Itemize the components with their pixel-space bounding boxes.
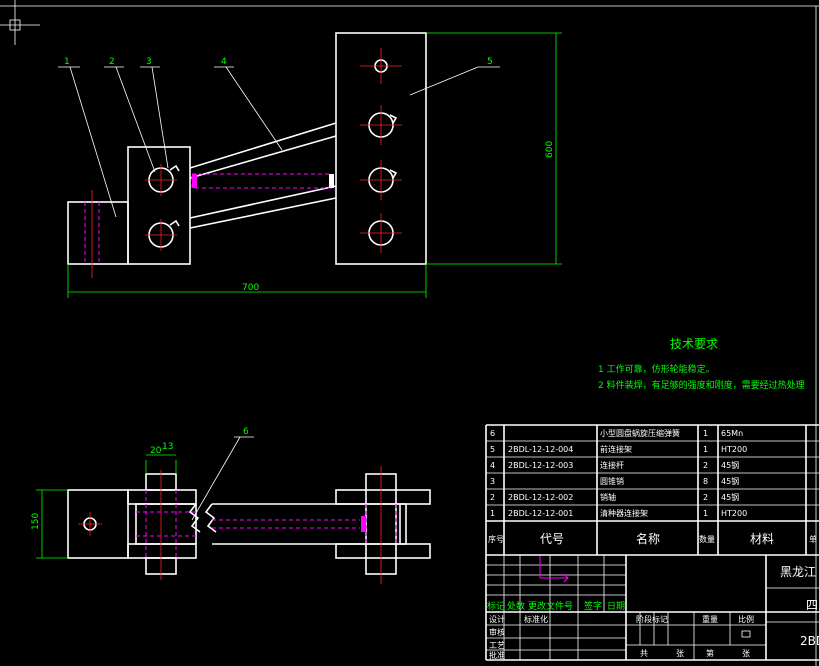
tech-title: 技术要求 bbox=[670, 337, 718, 351]
svg-text:2BDL-12-12-002: 2BDL-12-12-002 bbox=[508, 493, 573, 502]
dim-top-a: 20 bbox=[150, 446, 162, 456]
svg-text:工艺: 工艺 bbox=[489, 641, 505, 650]
title-block: 标记 处数 更改文件号 签字 日期 设计 标准化 审核 工艺 批准 阶段标记 重… bbox=[486, 555, 819, 661]
svg-text:2BDL-12-12-001: 2BDL-12-12-001 bbox=[508, 509, 573, 518]
svg-text:2: 2 bbox=[703, 493, 708, 502]
callout-5: 5 bbox=[487, 57, 493, 67]
callout-1: 1 bbox=[64, 57, 70, 67]
svg-text:销轴: 销轴 bbox=[600, 492, 616, 502]
dim-top-b: 13 bbox=[162, 442, 173, 452]
callout-6: 6 bbox=[243, 427, 249, 437]
bom-row: 1 2BDL-12-12-001 清种器连接架 1 HT200 bbox=[490, 508, 747, 518]
top-view: 700 600 1 2 3 4 5 bbox=[58, 32, 562, 298]
svg-text:1: 1 bbox=[490, 509, 495, 518]
svg-text:65Mn: 65Mn bbox=[721, 429, 743, 438]
callout-3: 3 bbox=[146, 57, 152, 67]
bom-header-code: 代号 bbox=[540, 532, 564, 546]
callout-4: 4 bbox=[221, 57, 227, 67]
svg-text:重量: 重量 bbox=[702, 614, 718, 624]
tech-line-2: 2 料件装焊，有足够的强度和刚度，需要经过热处理 bbox=[598, 379, 805, 391]
title-org: 黑龙江 bbox=[780, 565, 816, 579]
technical-requirements: 技术要求 1 工作可靠，仿形轮能稳定。 2 料件装焊，有足够的强度和刚度，需要经… bbox=[598, 337, 805, 391]
svg-text:张: 张 bbox=[742, 649, 750, 658]
svg-text:45钢: 45钢 bbox=[721, 460, 739, 470]
callout-2: 2 bbox=[109, 57, 115, 67]
svg-text:比例: 比例 bbox=[738, 614, 754, 624]
svg-text:2BDL-12-12-004: 2BDL-12-12-004 bbox=[508, 445, 573, 454]
svg-text:标记: 标记 bbox=[487, 600, 505, 612]
svg-text:45钢: 45钢 bbox=[721, 476, 739, 486]
svg-text:清种器连接架: 清种器连接架 bbox=[600, 508, 648, 518]
svg-text:日期: 日期 bbox=[607, 601, 625, 612]
dim-width: 700 bbox=[242, 283, 259, 293]
svg-text:批准: 批准 bbox=[489, 650, 505, 660]
svg-text:更改文件号: 更改文件号 bbox=[528, 600, 573, 612]
bom-header-name: 名称 bbox=[636, 531, 660, 546]
svg-text:4: 4 bbox=[490, 461, 495, 470]
svg-text:阶段标记: 阶段标记 bbox=[636, 614, 668, 624]
svg-text:签字: 签字 bbox=[584, 600, 602, 612]
dim-left: 150 bbox=[31, 513, 41, 530]
svg-text:第: 第 bbox=[706, 648, 714, 658]
bom-row: 5 2BDL-12-12-004 前连接架 1 HT200 bbox=[490, 444, 747, 454]
svg-text:审核: 审核 bbox=[489, 627, 505, 637]
svg-text:圆锥销: 圆锥销 bbox=[600, 476, 624, 486]
title-drawing-no: 2BD bbox=[800, 634, 819, 648]
svg-text:张: 张 bbox=[676, 649, 684, 658]
svg-text:1: 1 bbox=[703, 509, 708, 518]
svg-text:2: 2 bbox=[703, 461, 708, 470]
svg-text:前连接架: 前连接架 bbox=[600, 444, 632, 454]
svg-text:3: 3 bbox=[490, 477, 495, 486]
ucs-crosshair-icon bbox=[0, 0, 40, 45]
bom-header-no: 序号 bbox=[488, 534, 504, 544]
svg-text:2BDL-12-12-003: 2BDL-12-12-003 bbox=[508, 461, 573, 470]
bom-row: 4 2BDL-12-12-003 连接杆 2 45钢 bbox=[490, 460, 739, 470]
svg-text:连接杆: 连接杆 bbox=[600, 460, 624, 470]
svg-text:45钢: 45钢 bbox=[721, 492, 739, 502]
svg-text:1: 1 bbox=[703, 429, 708, 438]
tech-line-1: 1 工作可靠，仿形轮能稳定。 bbox=[598, 363, 715, 375]
bom-row: 3 圆锥销 8 45钢 bbox=[490, 476, 739, 486]
bom-header-qty: 数量 bbox=[699, 534, 715, 544]
svg-text:5: 5 bbox=[490, 445, 495, 454]
bom-header-extra: 单 bbox=[809, 534, 817, 544]
bom-row: 6 小型圆盘蜗旋压缩弹簧 1 65Mn bbox=[490, 428, 743, 438]
svg-text:6: 6 bbox=[490, 429, 495, 438]
svg-text:HT200: HT200 bbox=[721, 509, 747, 518]
svg-text:1: 1 bbox=[703, 445, 708, 454]
bom-table: 6 小型圆盘蜗旋压缩弹簧 1 65Mn 5 2BDL-12-12-004 前连接… bbox=[485, 424, 819, 660]
bottom-view: 20 13 150 6 bbox=[31, 427, 431, 584]
svg-text:小型圆盘蜗旋压缩弹簧: 小型圆盘蜗旋压缩弹簧 bbox=[600, 428, 680, 438]
svg-text:2: 2 bbox=[490, 493, 495, 502]
svg-text:8: 8 bbox=[703, 477, 708, 486]
svg-text:标准化: 标准化 bbox=[524, 614, 548, 624]
dim-height: 600 bbox=[545, 141, 555, 158]
svg-text:设计: 设计 bbox=[489, 614, 505, 624]
bom-header-mat: 材料 bbox=[750, 532, 774, 546]
svg-text:共: 共 bbox=[640, 649, 648, 658]
title-sub: 四 bbox=[806, 598, 818, 612]
svg-text:HT200: HT200 bbox=[721, 445, 747, 454]
bom-row: 2 2BDL-12-12-002 销轴 2 45钢 bbox=[490, 492, 739, 502]
svg-text:处数: 处数 bbox=[507, 600, 525, 612]
